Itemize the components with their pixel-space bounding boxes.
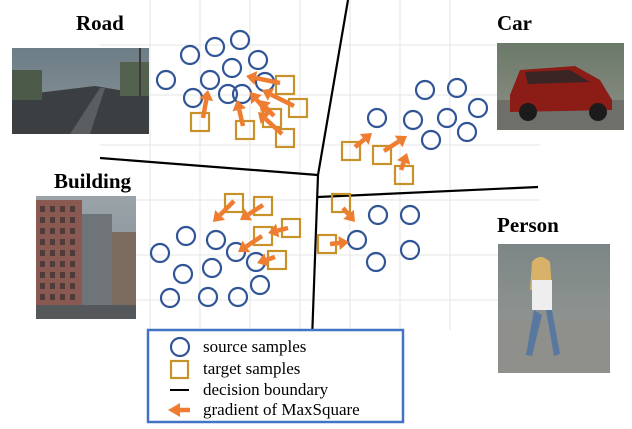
legend: source samples target samples decision b… [146,328,405,424]
source-sample [155,69,177,91]
source-sample [179,44,201,66]
gradient-arrow [257,253,276,267]
boundary-vertical-top [316,0,350,176]
class-label-building: Building [54,169,132,193]
target-sample [393,164,415,186]
legend-box [146,328,405,424]
target-sample [287,97,309,119]
boundary-vertical-bottom [310,174,320,341]
target-sample [274,127,296,149]
target-sample [189,111,211,133]
source-sample [399,239,421,261]
gradient-arrow [329,236,349,251]
source-sample [247,49,269,71]
class-label-person: Person [497,213,559,237]
gradient-arrow [199,90,214,119]
person-photo [498,244,610,373]
class-label-car: Car [497,11,532,35]
legend-gradient-icon [168,403,190,417]
building-photo [36,196,136,319]
gradient-arrow [259,100,276,118]
legend-target-icon [169,359,190,380]
source-sample [402,109,424,131]
target-sample [252,195,274,217]
source-sample [366,107,388,129]
gradient-arrow [382,135,407,153]
source-sample [204,36,226,58]
source-sample [217,83,239,105]
legend-gradient-label: gradient of MaxSquare [203,400,360,419]
source-sample [436,107,458,129]
legend-source-icon [169,336,191,358]
decision-boundaries [99,0,539,341]
source-sample [175,225,197,247]
class-label-road: Road [76,11,124,35]
gradient-arrow [353,133,372,149]
source-sample [365,251,387,273]
target-sample [371,144,393,166]
target-sample [340,140,362,162]
legend-source-label: source samples [203,337,306,356]
source-sample [446,77,468,99]
gradient-arrow [397,153,411,171]
boundary-left [99,156,319,177]
gradient-arrows [199,71,411,267]
target-sample [330,192,352,214]
source-sample [229,29,251,51]
source-sample [367,204,389,226]
gradient-arrow [262,88,296,109]
legend-target-label: target samples [203,359,300,378]
boundary-right [317,185,539,199]
source-sample [149,242,171,264]
target-sample [274,74,296,96]
source-sample [414,79,436,101]
source-sample [227,286,249,308]
gradient-arrow [246,71,281,86]
gradient-arrow [341,206,355,222]
road-photo [12,48,149,134]
source-sample [249,274,271,296]
source-sample [467,97,489,119]
source-sample [172,263,194,285]
source-sample [182,87,204,109]
gradient-arrow [240,203,265,221]
source-sample [201,257,223,279]
source-sample [456,121,478,143]
target-sample [223,192,245,214]
target-sample [234,119,256,141]
source-sample [199,69,221,91]
gradient-arrow [238,234,264,253]
gradient-arrow [268,223,289,238]
source-sample [221,57,243,79]
target-sample [252,225,274,247]
source-sample [420,129,442,151]
source-sample [231,83,253,105]
gradient-arrow [232,100,247,127]
source-sample [205,229,227,251]
source-sample [399,204,421,226]
legend-boundary-label: decision boundary [203,380,329,399]
car-photo [497,43,624,130]
gradient-arrow [258,112,284,136]
gradient-arrow [213,199,236,222]
source-sample [159,287,181,309]
source-sample [346,229,368,251]
source-sample [197,286,219,308]
